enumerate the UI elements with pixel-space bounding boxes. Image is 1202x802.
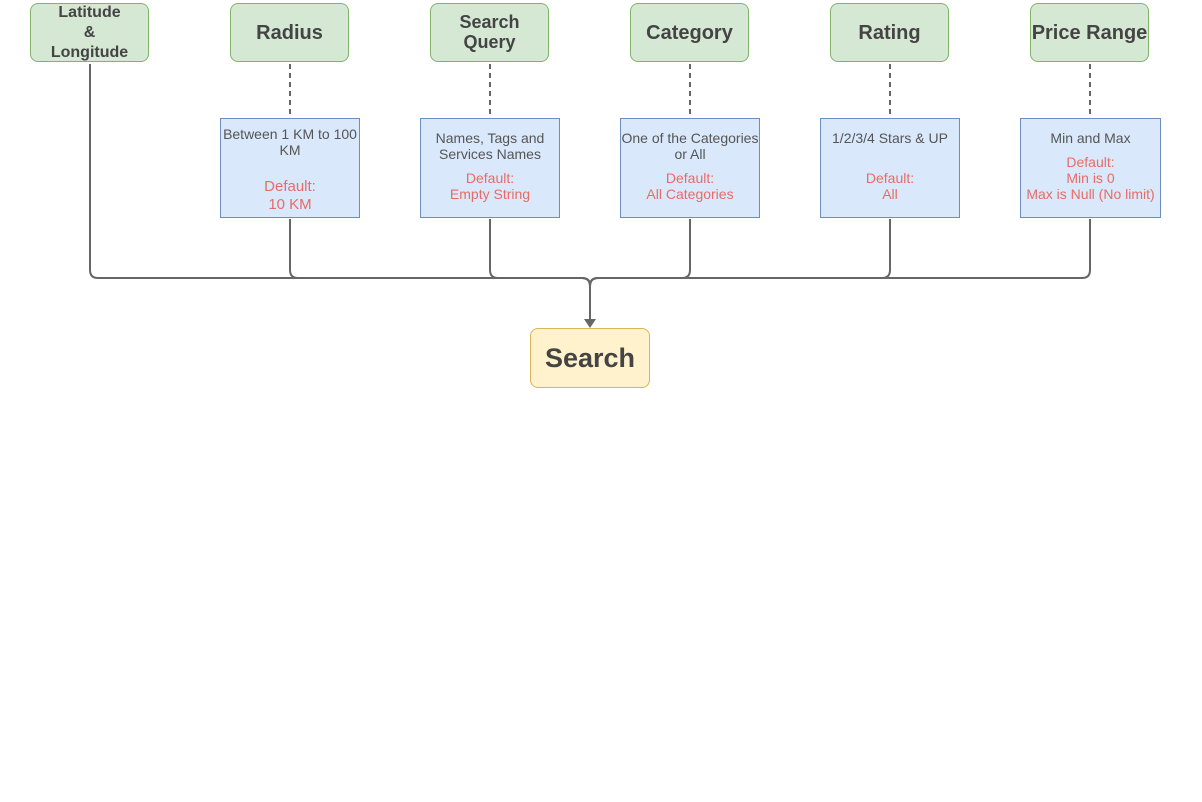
desc-query-text: Names, Tags and Services Names bbox=[435, 130, 545, 162]
desc-query: Names, Tags and Services Names Default: … bbox=[420, 118, 560, 218]
edge-query bbox=[489, 219, 591, 320]
arrowhead bbox=[584, 319, 596, 328]
desc-rating-default: Default: All bbox=[865, 170, 915, 202]
edge-rating bbox=[589, 219, 891, 320]
desc-rating-text: 1/2/3/4 Stars & UP bbox=[832, 130, 948, 146]
desc-radius-default: Default: 10 KM bbox=[264, 178, 316, 213]
desc-radius: Between 1 KM to 100 KM Default: 10 KM bbox=[220, 118, 360, 218]
desc-category-default: Default: All Categories bbox=[646, 170, 734, 202]
desc-price-range: Min and Max Default: Min is 0 Max is Nul… bbox=[1020, 118, 1161, 218]
desc-category: One of the Categories or All Default: Al… bbox=[620, 118, 760, 218]
param-radius[interactable]: Radius bbox=[230, 3, 349, 62]
desc-query-default: Default: Empty String bbox=[449, 170, 531, 202]
desc-price-default: Default: Min is 0 Max is Null (No limit) bbox=[1026, 154, 1155, 202]
param-latitude-longitude[interactable]: Latitude & Longitude bbox=[30, 3, 149, 62]
desc-radius-text: Between 1 KM to 100 KM bbox=[223, 126, 357, 158]
desc-category-text: One of the Categories or All bbox=[621, 130, 759, 162]
desc-rating: 1/2/3/4 Stars & UP Default: All bbox=[820, 118, 960, 218]
edge-category bbox=[589, 219, 691, 320]
param-search-query[interactable]: Search Query bbox=[430, 3, 549, 62]
param-price-range[interactable]: Price Range bbox=[1030, 3, 1149, 62]
edge-price bbox=[589, 219, 1091, 320]
desc-price-text: Min and Max bbox=[1050, 130, 1131, 146]
search-node[interactable]: Search bbox=[530, 328, 650, 388]
edge-radius bbox=[289, 219, 591, 320]
param-rating[interactable]: Rating bbox=[830, 3, 949, 62]
param-category[interactable]: Category bbox=[630, 3, 749, 62]
